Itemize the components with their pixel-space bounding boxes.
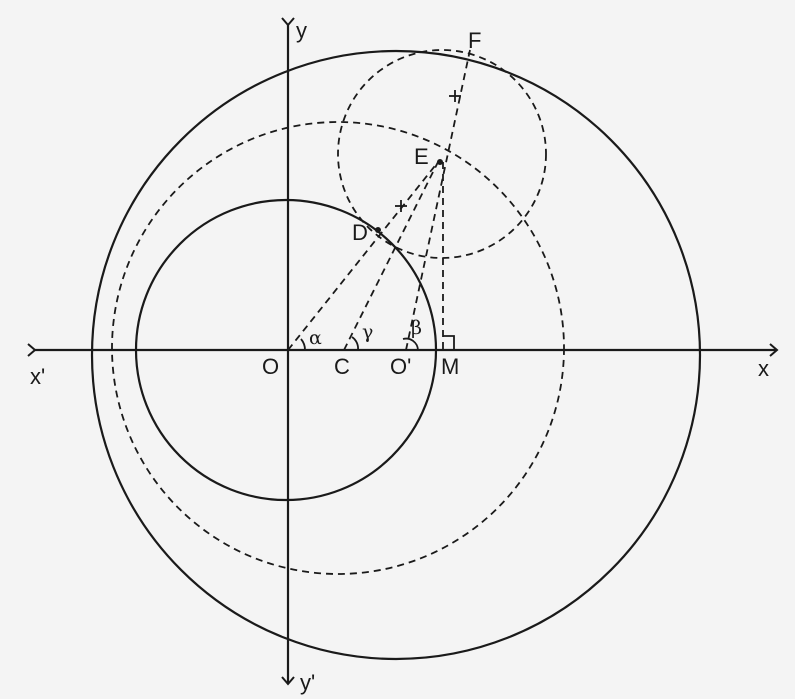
top-dashed-circle bbox=[337, 49, 547, 259]
label-y: y bbox=[296, 18, 307, 43]
label-M: M bbox=[441, 354, 459, 379]
point-D-mark bbox=[375, 227, 381, 233]
inner-circle bbox=[134, 198, 438, 502]
angle-arc-beta bbox=[402, 337, 419, 351]
point-E-mark bbox=[437, 159, 443, 165]
label-gamma: γ bbox=[362, 321, 373, 343]
angle-arc-gamma bbox=[351, 336, 359, 351]
label-O-prime: O' bbox=[390, 354, 411, 379]
label-x: x bbox=[758, 356, 769, 381]
label-x-prime: x' bbox=[30, 364, 45, 389]
label-D: D bbox=[352, 220, 368, 245]
label-beta: β bbox=[411, 317, 422, 339]
label-F: F bbox=[468, 28, 481, 53]
right-angle-mark bbox=[443, 335, 455, 350]
label-C: C bbox=[334, 354, 350, 379]
angle-arc-alpha bbox=[300, 338, 306, 351]
middle-dashed-circle bbox=[111, 121, 565, 575]
label-alpha: α bbox=[309, 327, 322, 349]
line-O-to-E bbox=[287, 161, 439, 351]
line-Oprime-to-F bbox=[405, 49, 471, 351]
label-O: O bbox=[262, 354, 279, 379]
outer-circle bbox=[90, 49, 702, 661]
label-E: E bbox=[414, 144, 429, 169]
label-y-prime: y' bbox=[300, 670, 315, 695]
